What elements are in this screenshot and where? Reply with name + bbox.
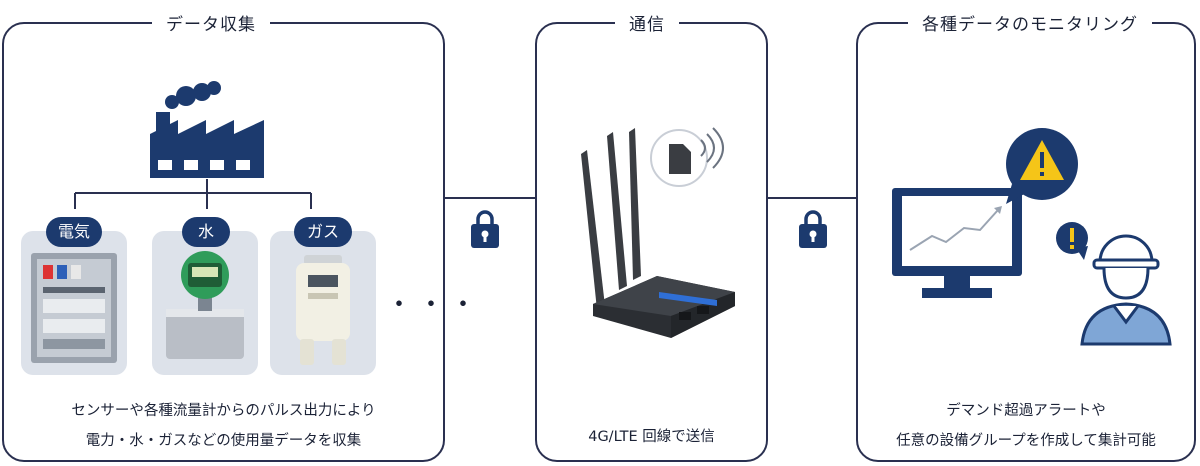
gas-label: ガス: [294, 217, 352, 247]
monitoring-caption: デマンド超過アラートや 任意の設備グループを作成して集計可能: [858, 396, 1194, 456]
monitoring-panel: 各種データのモニタリング デマンド超過アラートや 任意の設備グループを作成して集…: [856, 10, 1196, 462]
gas-meter-icon: [296, 255, 350, 365]
lock-icon: [799, 210, 827, 248]
caption-line: 任意の設備グループを作成して集計可能: [896, 433, 1156, 449]
caption-line: 電力・水・ガスなどの使用量データを収集: [85, 433, 362, 449]
communication-title: 通信: [615, 10, 679, 35]
caption-line: デマンド超過アラートや: [946, 403, 1106, 419]
worker-icon: [1056, 222, 1172, 346]
sim-card-icon: [650, 127, 724, 187]
data-collection-title: データ収集: [152, 10, 270, 35]
caption-line: センサーや各種流量計からのパルス出力により: [71, 403, 376, 419]
monitoring-title: 各種データのモニタリング: [908, 10, 1152, 35]
water-meter-icon: [166, 251, 244, 359]
connector-line: [768, 197, 856, 199]
data-collection-panel: データ収集 電気: [2, 10, 476, 462]
lock-icon: [471, 210, 499, 248]
router-icon: [581, 128, 735, 338]
water-tile: [152, 231, 258, 375]
warning-icon: [1006, 128, 1078, 204]
more-ellipsis: ・・・: [386, 290, 483, 320]
electricity-tile: [21, 231, 127, 375]
factory-icon: [150, 81, 264, 178]
electricity-label: 電気: [46, 217, 102, 247]
monitor-icon: [892, 188, 1022, 298]
gas-tile: [270, 231, 376, 375]
connector-line: [445, 197, 535, 199]
communication-panel: 通信 4G/LTE 回線で送信: [535, 10, 768, 462]
data-collection-caption: センサーや各種流量計からのパルス出力により 電力・水・ガスなどの使用量データを収…: [4, 396, 443, 456]
electric-panel-icon: [31, 253, 117, 363]
tree-connector: [74, 179, 312, 209]
water-label: 水: [182, 217, 230, 247]
communication-caption: 4G/LTE 回線で送信: [588, 429, 715, 445]
